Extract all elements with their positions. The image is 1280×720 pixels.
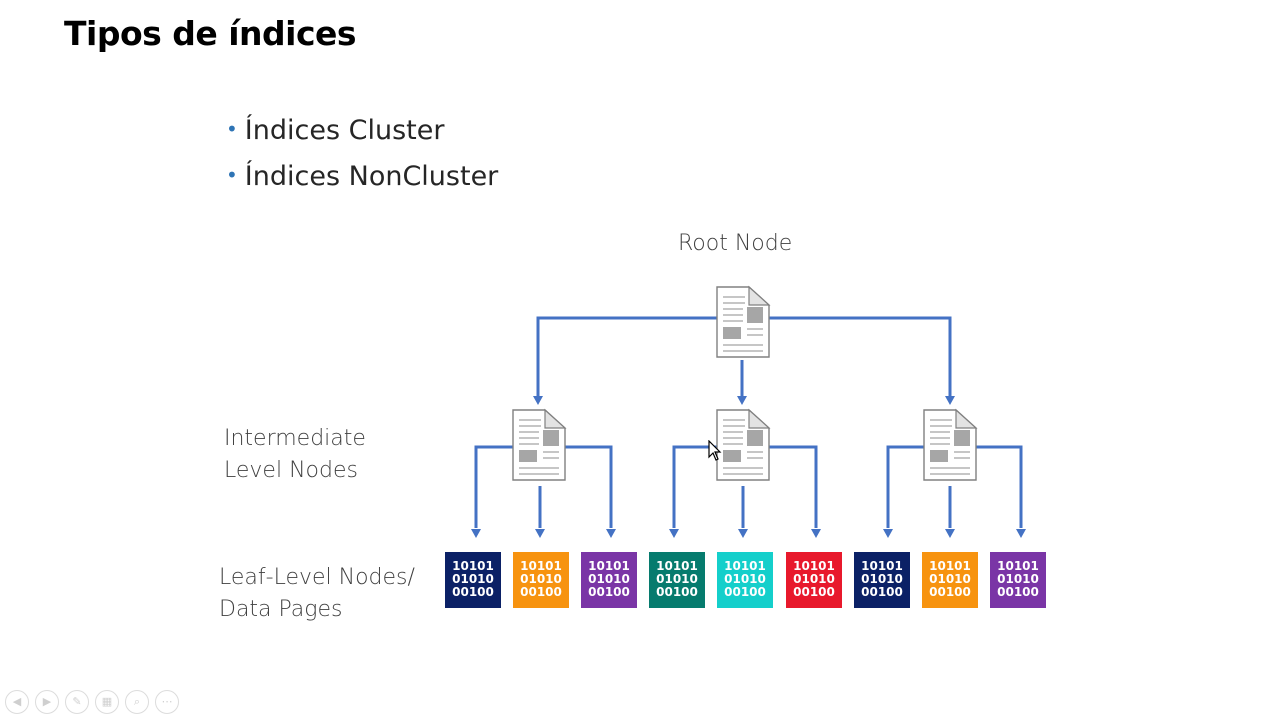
pen-button[interactable]: ✎ [65,690,89,714]
bullet-list: •Índices Cluster •Índices NonCluster [226,110,498,202]
arrowhead [738,529,748,538]
arrowhead [535,529,545,538]
arrow-left-icon: ◀ [12,695,22,708]
more-options-button[interactable]: ⋯ [155,690,179,714]
binary-text: 00100 [656,585,698,599]
arrowhead [737,396,747,405]
binary-text: 10101 [929,559,971,573]
leaf-level-label: Leaf-Level Nodes/ Data Pages [219,565,415,622]
binary-text: 00100 [452,585,494,599]
arrowhead [669,529,679,538]
bullet-item: •Índices NonCluster [226,156,498,202]
pen-icon: ✎ [72,695,82,708]
root-node-icon [716,286,770,358]
binary-text: 01010 [861,572,903,586]
binary-text: 10101 [793,559,835,573]
arrowhead [945,529,955,538]
binary-text: 01010 [793,572,835,586]
connector-line [474,445,513,528]
bullet-dot-icon: • [226,163,238,187]
slideshow-toolbar: ◀ ▶ ✎ ▦ ⌕ ⋯ [5,690,179,714]
binary-text: 01010 [997,572,1039,586]
more-icon: ⋯ [161,695,173,708]
data-page-block [649,552,705,608]
binary-text: 00100 [724,585,766,599]
binary-text: 01010 [520,572,562,586]
intermediate-node-icon [716,409,770,481]
connector-line [672,445,717,528]
binary-text: 00100 [793,585,835,599]
magnifier-icon: ⌕ [133,695,141,708]
binary-text: 00100 [997,585,1039,599]
data-page-block [854,552,910,608]
intermediate-node-icon [512,409,566,481]
binary-text: 10101 [452,559,494,573]
arrowhead [883,529,893,538]
arrowhead [811,529,821,538]
zoom-button[interactable]: ⌕ [125,690,149,714]
bullet-text: Índices NonCluster [244,161,499,192]
arrow-right-icon: ▶ [42,695,52,708]
connector-line [565,445,613,528]
binary-text: 10101 [997,559,1039,573]
binary-text: 00100 [520,585,562,599]
data-page-block [581,552,637,608]
intermediate-level-label: Intermediate Level Nodes [224,426,366,483]
intermediate-node-icon [923,409,977,481]
next-slide-button[interactable]: ▶ [35,690,59,714]
connector-line [769,316,952,396]
binary-text: 10101 [588,559,630,573]
binary-text: 01010 [588,572,630,586]
binary-text: 00100 [929,585,971,599]
see-all-slides-button[interactable]: ▦ [95,690,119,714]
data-page-block [990,552,1046,608]
data-page-block [717,552,773,608]
arrowhead [533,396,543,405]
arrowhead [606,529,616,538]
binary-text: 10101 [861,559,903,573]
binary-text: 00100 [588,585,630,599]
mouse-pointer-icon [708,440,722,461]
connector-line [536,316,717,396]
root-node-label: Root Node [678,231,793,256]
binary-text: 01010 [724,572,766,586]
data-page-block [513,552,569,608]
bullet-dot-icon: • [226,117,238,141]
bullet-text: Índices Cluster [244,115,445,146]
binary-text: 01010 [656,572,698,586]
previous-slide-button[interactable]: ◀ [5,690,29,714]
bullet-item: •Índices Cluster [226,110,498,156]
binary-text: 01010 [452,572,494,586]
data-page-block [786,552,842,608]
arrowhead [945,396,955,405]
binary-text: 10101 [656,559,698,573]
data-page-block [445,552,501,608]
grid-icon: ▦ [101,695,113,708]
arrowhead [471,529,481,538]
slide-title: Tipos de índices [64,14,357,53]
binary-text: 10101 [520,559,562,573]
connector-line [769,445,818,528]
connector-line [976,445,1023,528]
binary-text: 01010 [929,572,971,586]
data-page-block [922,552,978,608]
binary-text: 10101 [724,559,766,573]
arrowhead [1016,529,1026,538]
binary-text: 00100 [861,585,903,599]
connector-line [886,445,924,528]
